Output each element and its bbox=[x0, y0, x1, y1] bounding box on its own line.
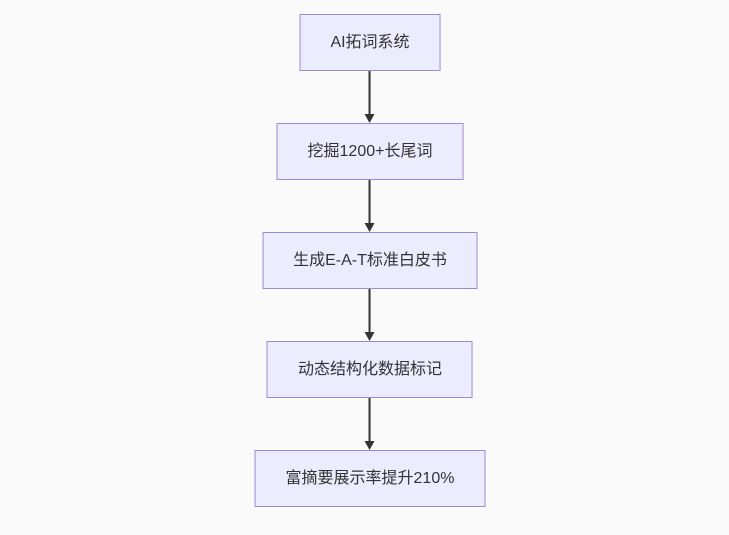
flow-arrow-3 bbox=[365, 289, 375, 341]
flow-node-label: 挖掘1200+长尾词 bbox=[307, 142, 433, 160]
arrow-line bbox=[369, 71, 371, 114]
flow-node-structured-data: 动态结构化数据标记 bbox=[266, 341, 473, 398]
flow-arrow-1 bbox=[365, 71, 375, 123]
flowchart-column: AI拓词系统 挖掘1200+长尾词 生成E-A-T标准白皮书 动态结构化数据标记 bbox=[254, 14, 486, 507]
arrowhead-down-icon bbox=[365, 441, 375, 450]
flow-arrow-4 bbox=[365, 398, 375, 450]
flow-arrow-2 bbox=[365, 180, 375, 232]
flow-node-longtail-words: 挖掘1200+长尾词 bbox=[276, 123, 464, 180]
arrowhead-down-icon bbox=[365, 223, 375, 232]
flow-node-rich-snippet-result: 富摘要展示率提升210% bbox=[254, 450, 486, 507]
arrowhead-down-icon bbox=[365, 332, 375, 341]
arrowhead-down-icon bbox=[365, 114, 375, 123]
flow-node-ai-system: AI拓词系统 bbox=[299, 14, 441, 71]
arrow-line bbox=[369, 398, 371, 441]
arrow-line bbox=[369, 289, 371, 332]
flow-node-label: 生成E-A-T标准白皮书 bbox=[293, 251, 447, 269]
flow-node-eat-whitepaper: 生成E-A-T标准白皮书 bbox=[262, 232, 478, 289]
flow-node-label: AI拓词系统 bbox=[330, 33, 410, 51]
flow-node-label: 动态结构化数据标记 bbox=[297, 360, 442, 378]
flow-node-label: 富摘要展示率提升210% bbox=[285, 469, 455, 487]
arrow-line bbox=[369, 180, 371, 223]
